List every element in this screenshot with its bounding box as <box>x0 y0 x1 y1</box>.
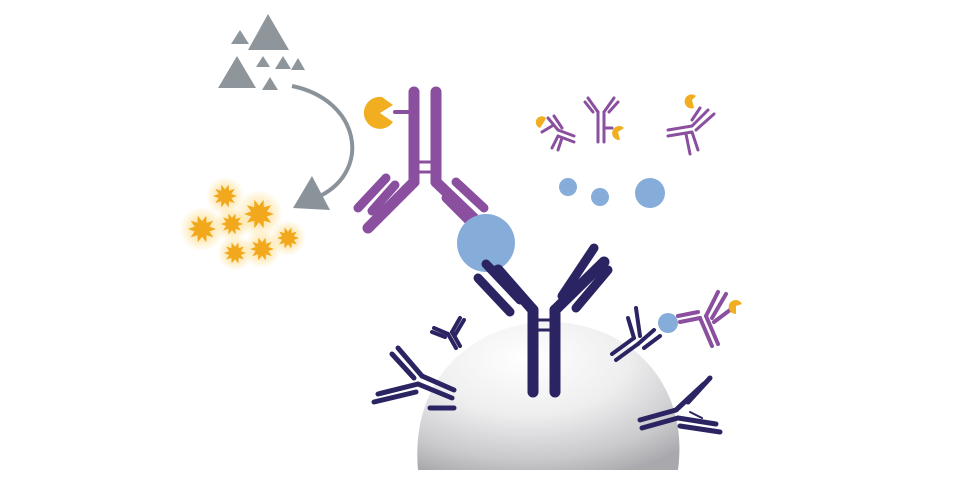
capture-antibody <box>473 243 613 398</box>
free-antigen <box>559 178 577 196</box>
conversion-arrow <box>291 84 355 210</box>
enzyme-label-icon <box>612 126 624 141</box>
substrate-triangle <box>231 30 249 44</box>
substrate-triangle <box>218 56 256 88</box>
free-detection-antibody <box>583 96 620 144</box>
enzyme-label-icon <box>684 94 696 109</box>
signal-star-icon <box>244 199 274 229</box>
arrow-head-icon <box>293 176 330 210</box>
capture-antibody-small <box>637 375 723 435</box>
signal-star-icon <box>277 227 299 249</box>
signal-star-icon <box>250 237 274 261</box>
free-detection-antibody <box>540 114 576 152</box>
free-antigen <box>635 178 665 208</box>
detection-antibody-small <box>676 290 732 348</box>
free-antigen <box>591 188 609 206</box>
antigen-small <box>658 313 678 333</box>
antigen <box>457 214 515 272</box>
capture-antibody-small <box>610 306 662 362</box>
substrate-triangle <box>291 58 305 70</box>
substrate-triangle <box>275 56 291 69</box>
capture-antibody-small <box>371 345 457 411</box>
signal-star-icon <box>188 215 216 243</box>
enzyme-label-icon <box>728 300 742 315</box>
signal-star-icon <box>213 184 237 208</box>
free-detection-antibody <box>666 106 716 156</box>
solid-support-bead <box>417 321 680 470</box>
signal-stars <box>179 176 306 271</box>
enzyme-label-icon <box>535 116 546 128</box>
capture-antibody-small <box>430 316 466 350</box>
enzyme-label-icon <box>363 96 393 129</box>
substrate-triangle <box>256 56 270 67</box>
signal-star-icon <box>221 213 243 235</box>
signal-star-icon <box>224 242 246 264</box>
substrate-triangle <box>248 14 289 50</box>
detection-antibody <box>353 86 492 236</box>
substrate-triangle <box>262 77 278 90</box>
substrate-triangles <box>218 14 305 90</box>
